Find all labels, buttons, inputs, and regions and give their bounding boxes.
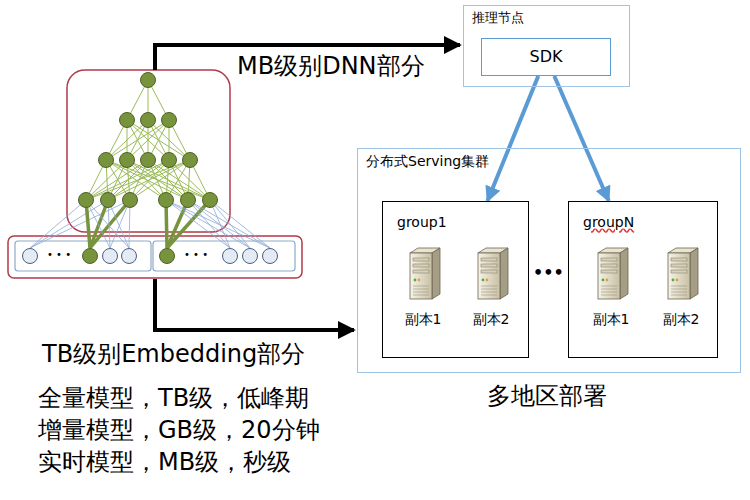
server-icon [592,247,630,301]
ellipsis-mark: • • • [47,249,71,261]
embedding-link [30,200,130,248]
embedding-part-label: TB级别Embedding部分 [42,340,305,369]
deployment-note: 多地区部署 [487,382,607,411]
replica-server: 副本1 [393,247,453,347]
embedding-link [210,200,250,248]
ellipsis-mark: ••• [533,263,564,282]
embedding-cell [223,249,238,264]
embedding-cell [103,249,118,264]
box-label: SDK [530,47,563,66]
replica-server: 副本2 [461,247,521,347]
dnn-link [130,160,190,200]
flow-arrow [554,76,608,201]
neuron [99,153,114,168]
neuron [79,193,94,208]
embedding-active [160,249,175,264]
neuron [123,193,138,208]
neuron [162,113,177,128]
embedding-arrow [155,279,354,330]
sdk-box: SDK [481,38,611,76]
neuron [120,153,135,168]
neuron [101,193,116,208]
server-icon [472,247,510,301]
replica-label: 副本1 [593,311,630,328]
neuron [181,193,196,208]
embedding-active [83,249,98,264]
neuron [162,153,177,168]
neuron [141,153,156,168]
dnn-link [106,120,169,160]
embedding-link [188,200,270,248]
embedding-link [166,200,230,248]
replica-label: 副本1 [405,311,442,328]
box-heading: 推理节点 [472,10,621,26]
embedding-cell [23,249,38,264]
model-note: 实时模型，MB级，秒级 [38,448,291,477]
ellipsis-mark: • • • [184,249,208,261]
neuron [159,193,174,208]
inference-node-box: SDK 推理节点 [463,5,630,87]
neuron [141,113,156,128]
embedding-group [153,241,295,271]
replica-label: 副本2 [473,311,510,328]
replica-server: 副本1 [581,247,641,347]
embedding-link [30,200,86,248]
replica-server: 副本2 [651,247,711,347]
flow-arrow [487,76,538,201]
model-note: 增量模型，GB级，20分钟 [38,416,320,445]
neuron [183,153,198,168]
embedding-cell [243,249,258,264]
model-note: 全量模型，TB级，低峰期 [38,384,309,413]
server-icon [404,247,442,301]
neuron [120,113,135,128]
box-heading: group1 [397,214,520,231]
group-box: 副本1 副本2 groupN [568,201,718,358]
embedding-cell [122,249,137,264]
dnn-link [127,120,190,160]
box-heading: 分布式Serving集群 [366,153,732,170]
embedding-link [166,200,270,248]
embedding-cell [263,249,278,264]
dnn-frame [67,70,230,232]
box-heading: groupN [583,214,709,231]
dnn-part-label: MB级别DNN部分 [237,52,425,81]
neuron [203,193,218,208]
embedding-link [210,200,270,248]
server-icon [662,247,700,301]
replica-label: 副本2 [663,311,700,328]
neuron [141,73,156,88]
group-box: 副本1 副本2 group1 [382,201,529,358]
serving-cluster-box: 副本1 副本2 group1 副本1 副本2 groupN 分布式Serving集群 [357,148,741,373]
